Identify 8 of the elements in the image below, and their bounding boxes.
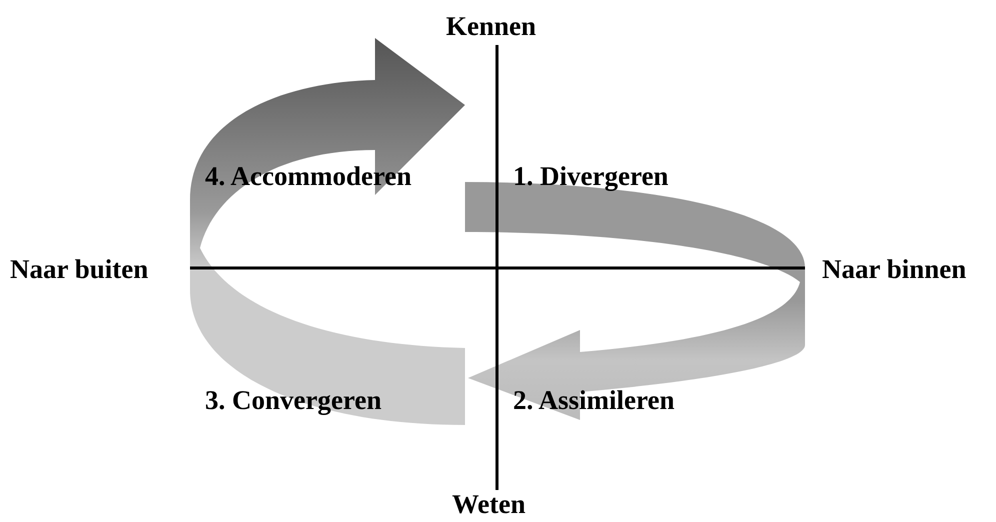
axis-label: Naar buiten xyxy=(10,253,148,285)
axis-label: Naar binnen xyxy=(822,253,966,285)
quadrant-label: 3. Convergeren xyxy=(205,384,382,416)
quadrant-label: 4. Accommoderen xyxy=(205,160,412,192)
axis-label: Weten xyxy=(452,488,526,520)
axis-label: Kennen xyxy=(446,10,536,42)
quadrant-label: 1. Divergeren xyxy=(513,160,668,192)
quadrant-label: 2. Assimileren xyxy=(513,384,674,416)
